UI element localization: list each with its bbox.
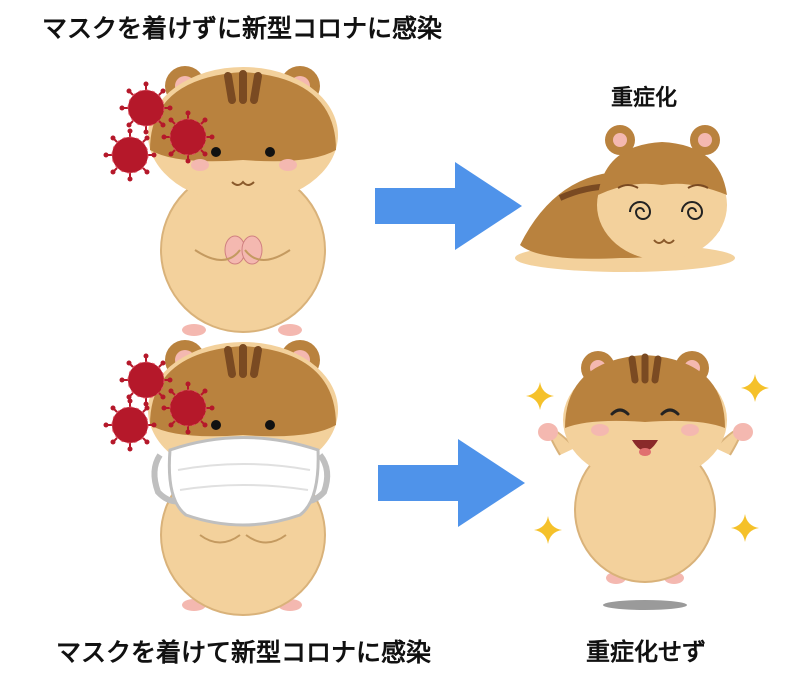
virus-icon (102, 397, 158, 453)
virus-icon (118, 80, 174, 136)
virus-icon (102, 127, 158, 183)
sparkle-icon (526, 382, 554, 410)
outcome-not-severe-label: 重症化せず (586, 638, 706, 666)
hamster-severe (515, 125, 735, 272)
sparkle-icon (741, 374, 769, 402)
hamster-happy (538, 351, 753, 610)
virus-icon (118, 352, 174, 408)
virus-icon (160, 380, 216, 436)
scenario-no-mask-title: マスクを着けずに新型コロナに感染 (42, 14, 443, 43)
sparkle-icon (534, 516, 562, 544)
sparkle-icon (731, 514, 759, 542)
scenario-mask-label: マスクを着けて新型コロナに感染 (56, 638, 432, 667)
outcome-severe-label: 重症化 (611, 86, 678, 111)
face-mask (151, 436, 331, 527)
arrow-right-icon (375, 162, 522, 250)
virus-icon (160, 109, 216, 165)
hamster-no-mask (148, 66, 338, 336)
arrow-right-icon (378, 439, 525, 527)
